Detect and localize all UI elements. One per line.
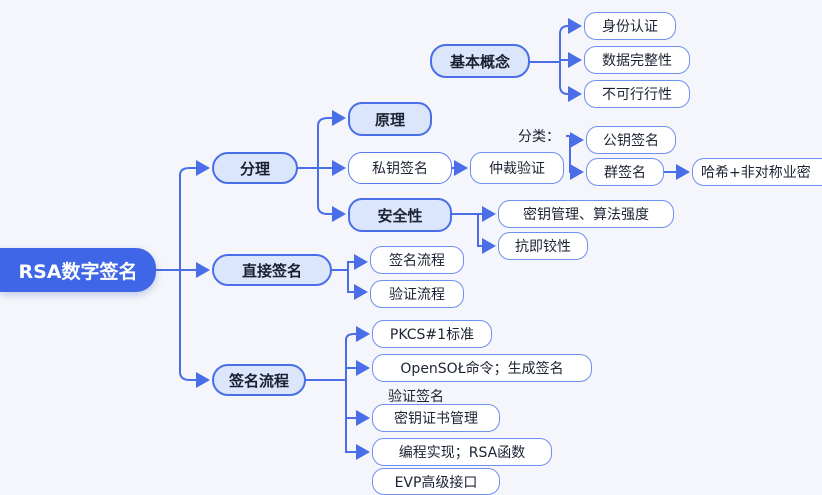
node-hash-asym[interactable]: 哈希+非对称业密 xyxy=(692,158,822,186)
node-cert-mgmt[interactable]: 密钥证书管理 xyxy=(372,404,500,432)
node-pkcs1[interactable]: PKCS#1标准 xyxy=(372,320,492,348)
basic-concept-node[interactable]: 基本概念 xyxy=(430,44,530,78)
root-node[interactable]: RSA数字签名 xyxy=(0,248,156,292)
node-group-sign[interactable]: 群签名 xyxy=(586,158,664,186)
node-security[interactable]: 安全性 xyxy=(348,198,452,232)
node-public-key-sign[interactable]: 公钥签名 xyxy=(586,126,676,154)
branch-sign-process[interactable]: 签名流程 xyxy=(212,364,306,396)
node-private-key-sign[interactable]: 私钥签名 xyxy=(348,152,452,184)
node-sign-flow[interactable]: 签名流程 xyxy=(370,246,464,274)
category-label: 分类： xyxy=(518,129,560,145)
node-openssl-cmd[interactable]: OpenSOŁ命令；生成签名 xyxy=(372,354,592,382)
basic-item-integrity[interactable]: 数据完整性 xyxy=(584,46,690,74)
node-verify-flow[interactable]: 验证流程 xyxy=(370,280,464,308)
node-key-mgmt[interactable]: 密钥管理、算法强度 xyxy=(498,200,674,228)
node-arbitration-verify[interactable]: 仲裁验证 xyxy=(470,152,564,184)
node-verify-sign: 验证签名 xyxy=(388,389,444,405)
node-evp[interactable]: EVP高级接口 xyxy=(372,468,500,495)
node-principle[interactable]: 原理 xyxy=(348,102,432,136)
basic-item-identity[interactable]: 身份认证 xyxy=(584,12,676,40)
branch-direct-sign[interactable]: 直接签名 xyxy=(212,254,332,286)
basic-item-nonrepudiation[interactable]: 不可行行性 xyxy=(584,80,690,108)
node-anti-repudiation[interactable]: 抗即铰性 xyxy=(498,232,588,260)
branch-fenli[interactable]: 分理 xyxy=(212,152,298,184)
node-programming[interactable]: 编程实现；RSA函数 xyxy=(372,438,552,466)
